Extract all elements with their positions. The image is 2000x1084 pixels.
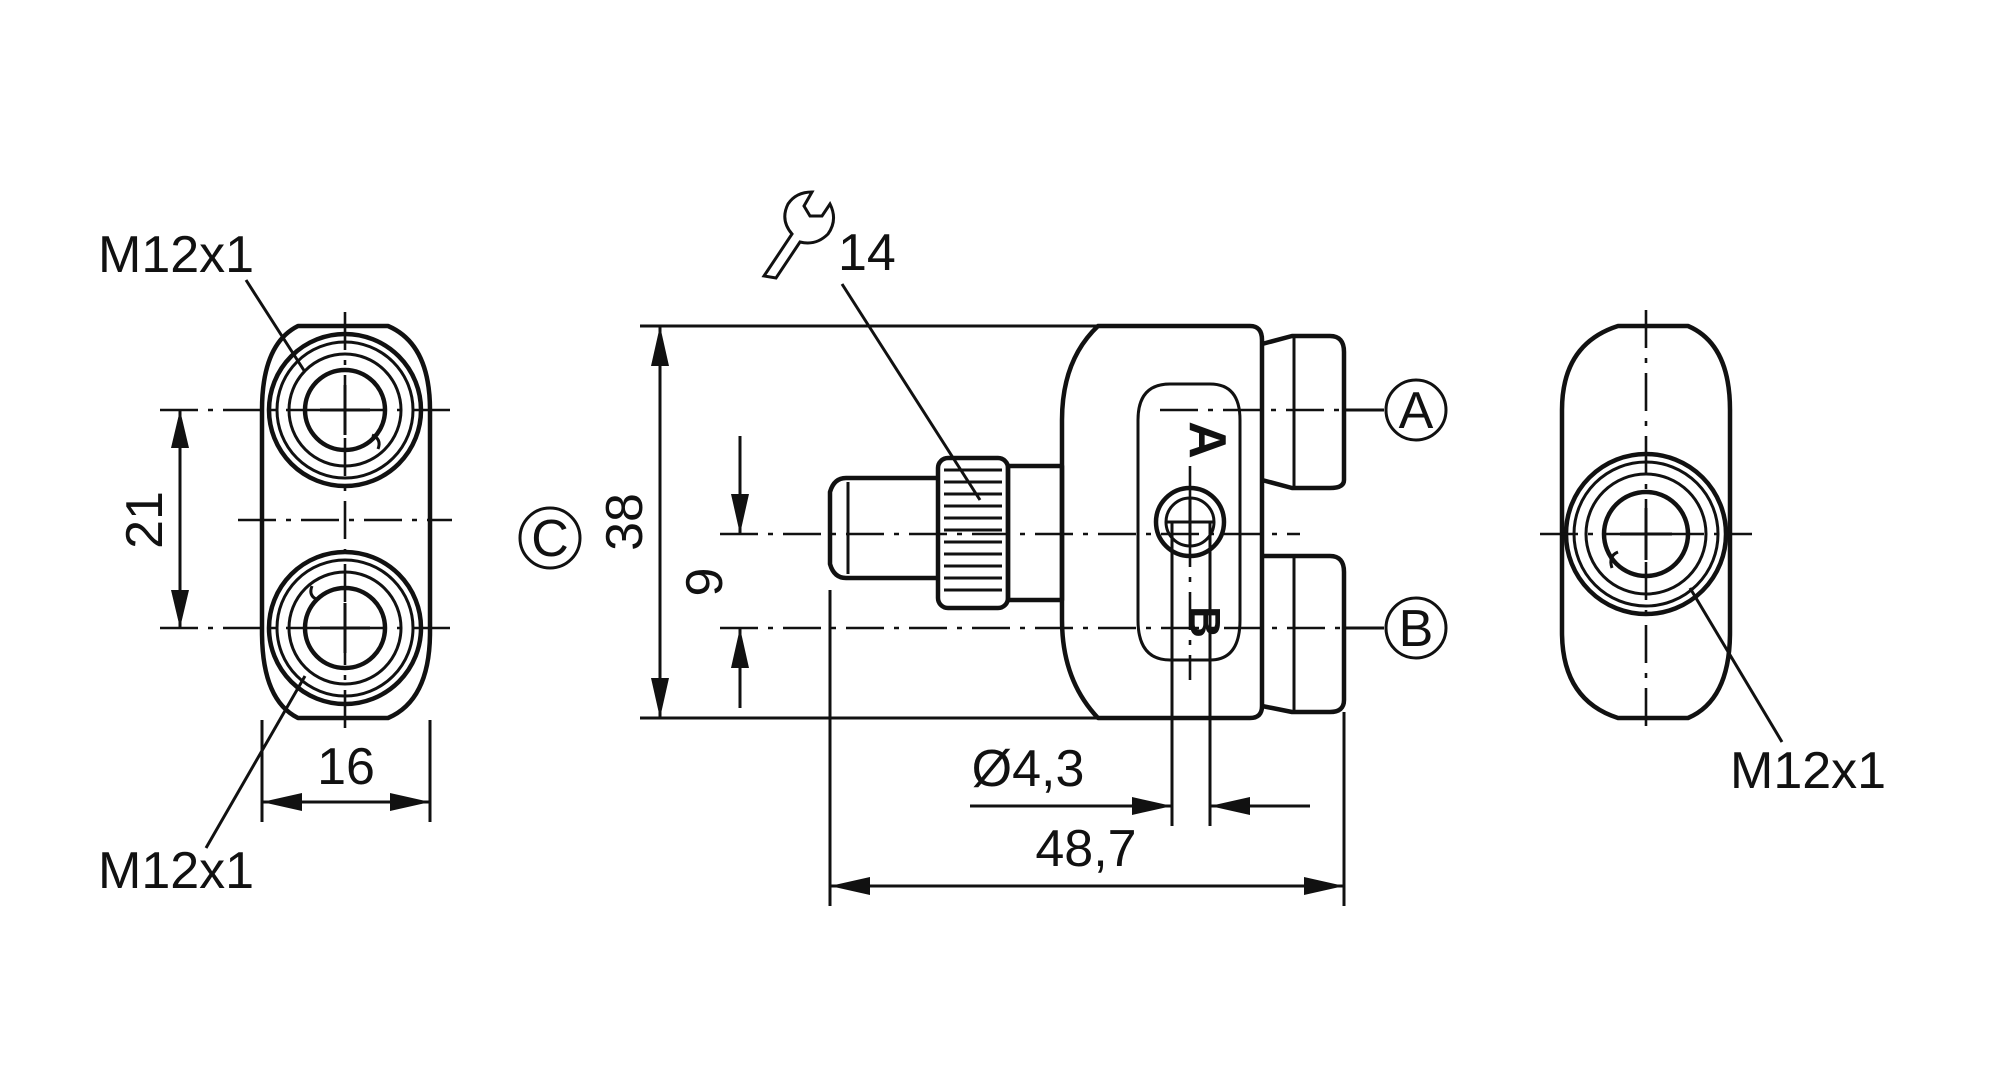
thread-label-top-left: M12x1 <box>98 226 254 284</box>
port-a-callout-circle <box>1384 378 1448 442</box>
dimension-9-label: 9 <box>676 568 734 597</box>
dimension-16: 16 <box>260 720 432 822</box>
port-c-callout-circle <box>518 506 582 570</box>
side-housing-outline <box>1059 323 1265 721</box>
body-mark-b: B <box>1180 606 1229 638</box>
port-a-stub <box>1261 333 1347 491</box>
thread-label-bottom-left: M12x1 <box>98 842 254 900</box>
leader-bottom-left <box>204 675 307 849</box>
dimension-38: 38 <box>596 324 1098 720</box>
port-a-callout: A <box>1399 382 1434 440</box>
leader-right <box>1688 587 1784 743</box>
leader-top-left <box>244 279 307 373</box>
wrench-leader <box>840 283 982 501</box>
wrench-size-label: 14 <box>838 224 896 282</box>
body-mark-a: A <box>1178 421 1236 459</box>
rear-housing-outline <box>1559 323 1733 721</box>
port-b-stub <box>1261 553 1347 715</box>
wrench-callout: 14 <box>761 190 982 501</box>
dimension-9: 9 <box>676 436 749 708</box>
hole-diameter-label: Ø4,3 <box>972 740 1085 798</box>
right-rear-view: M12x1 <box>1540 310 1886 800</box>
left-front-view: 21 16 M12x1 M12x1 <box>98 226 452 900</box>
dimension-38-label: 38 <box>596 493 654 551</box>
dimension-48-7-label: 48,7 <box>1035 820 1136 878</box>
dimension-16-label: 16 <box>317 738 375 796</box>
dimension-21: 21 <box>116 410 189 628</box>
middle-side-view: A B A B C 38 9 <box>518 190 1448 906</box>
left-housing-outline <box>259 323 433 721</box>
wrench-icon <box>761 190 835 280</box>
dimension-48-7: 48,7 <box>828 590 1346 906</box>
port-c-callout: C <box>531 510 569 568</box>
port-b-callout: B <box>1399 600 1434 658</box>
port-b-callout-circle <box>1384 596 1448 660</box>
dimension-21-label: 21 <box>116 491 174 549</box>
thread-label-right: M12x1 <box>1730 742 1886 800</box>
threaded-stem <box>827 475 938 581</box>
dimension-hole-diameter: Ø4,3 <box>970 522 1310 826</box>
